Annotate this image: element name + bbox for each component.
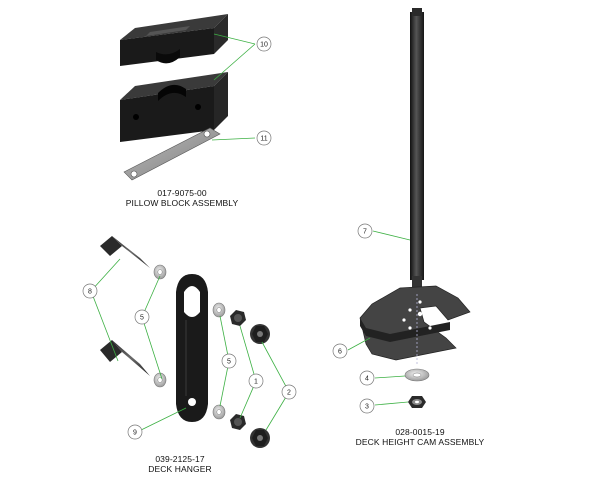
- cam-shaft: [410, 8, 424, 294]
- callout-5-right: 5: [221, 353, 237, 369]
- deck-hanger-title: DECK HANGER: [148, 464, 212, 474]
- hanger-locknut-upper: [230, 310, 246, 326]
- cam-washer: [404, 368, 430, 382]
- callout-10: 10: [256, 36, 272, 52]
- svg-text:7: 7: [363, 229, 367, 236]
- deck-hanger-strap: [176, 274, 208, 422]
- hanger-flangenut-lower: [250, 428, 270, 448]
- callout-4: 4: [359, 370, 375, 386]
- hanger-washer-lower-right: [212, 404, 226, 420]
- cam-caption: 028-0015-19 DECK HEIGHT CAM ASSEMBLY: [350, 427, 490, 447]
- pillow-block-part-number: 017-9075-00: [157, 188, 207, 198]
- svg-text:10: 10: [260, 42, 268, 49]
- pillow-block-plate: [123, 127, 221, 181]
- pillow-block-caption: 017-9075-00 PILLOW BLOCK ASSEMBLY: [112, 188, 252, 208]
- cam-plate: [359, 285, 471, 361]
- hanger-locknut-lower: [230, 414, 246, 430]
- callout-2: 2: [281, 384, 297, 400]
- hanger-washer-lower-left: [153, 372, 167, 388]
- callout-7: 7: [357, 223, 373, 239]
- svg-text:6: 6: [338, 349, 342, 356]
- svg-text:11: 11: [260, 136, 267, 143]
- cam-title: DECK HEIGHT CAM ASSEMBLY: [355, 437, 485, 447]
- callout-9: 9: [127, 424, 143, 440]
- pillow-block-title: PILLOW BLOCK ASSEMBLY: [125, 198, 239, 208]
- svg-text:3: 3: [365, 404, 369, 411]
- callout-8: 8: [82, 283, 98, 299]
- pillow-block-leaders: [211, 33, 256, 141]
- svg-text:9: 9: [133, 430, 137, 437]
- pillow-block-upper: [120, 14, 228, 66]
- svg-text:1: 1: [254, 379, 258, 386]
- callout-5-left: 5: [134, 309, 150, 325]
- cam-leaders: [347, 230, 411, 406]
- hanger-washer-upper-left: [153, 264, 167, 280]
- callout-6: 6: [332, 343, 348, 359]
- callout-1: 1: [248, 373, 264, 389]
- cam-part-number: 028-0015-19: [395, 427, 445, 437]
- svg-text:5: 5: [227, 359, 231, 366]
- deck-hanger-part-number: 039-2125-17: [155, 454, 205, 464]
- callout-11: 11: [256, 130, 272, 146]
- hanger-bolt-lower: [100, 340, 150, 376]
- hanger-bolt-upper: [100, 236, 150, 268]
- svg-text:4: 4: [365, 376, 369, 383]
- deck-hanger-caption: 039-2125-17 DECK HANGER: [130, 454, 230, 474]
- svg-text:2: 2: [287, 390, 291, 397]
- pillow-block-lower: [120, 72, 228, 142]
- cam-nut: [408, 396, 426, 408]
- svg-text:8: 8: [88, 289, 92, 296]
- callout-3: 3: [359, 398, 375, 414]
- svg-text:5: 5: [140, 315, 144, 322]
- hanger-washer-upper-right: [212, 302, 226, 318]
- deck-hanger-leaders: [90, 258, 290, 433]
- hanger-flangenut-upper: [250, 324, 270, 344]
